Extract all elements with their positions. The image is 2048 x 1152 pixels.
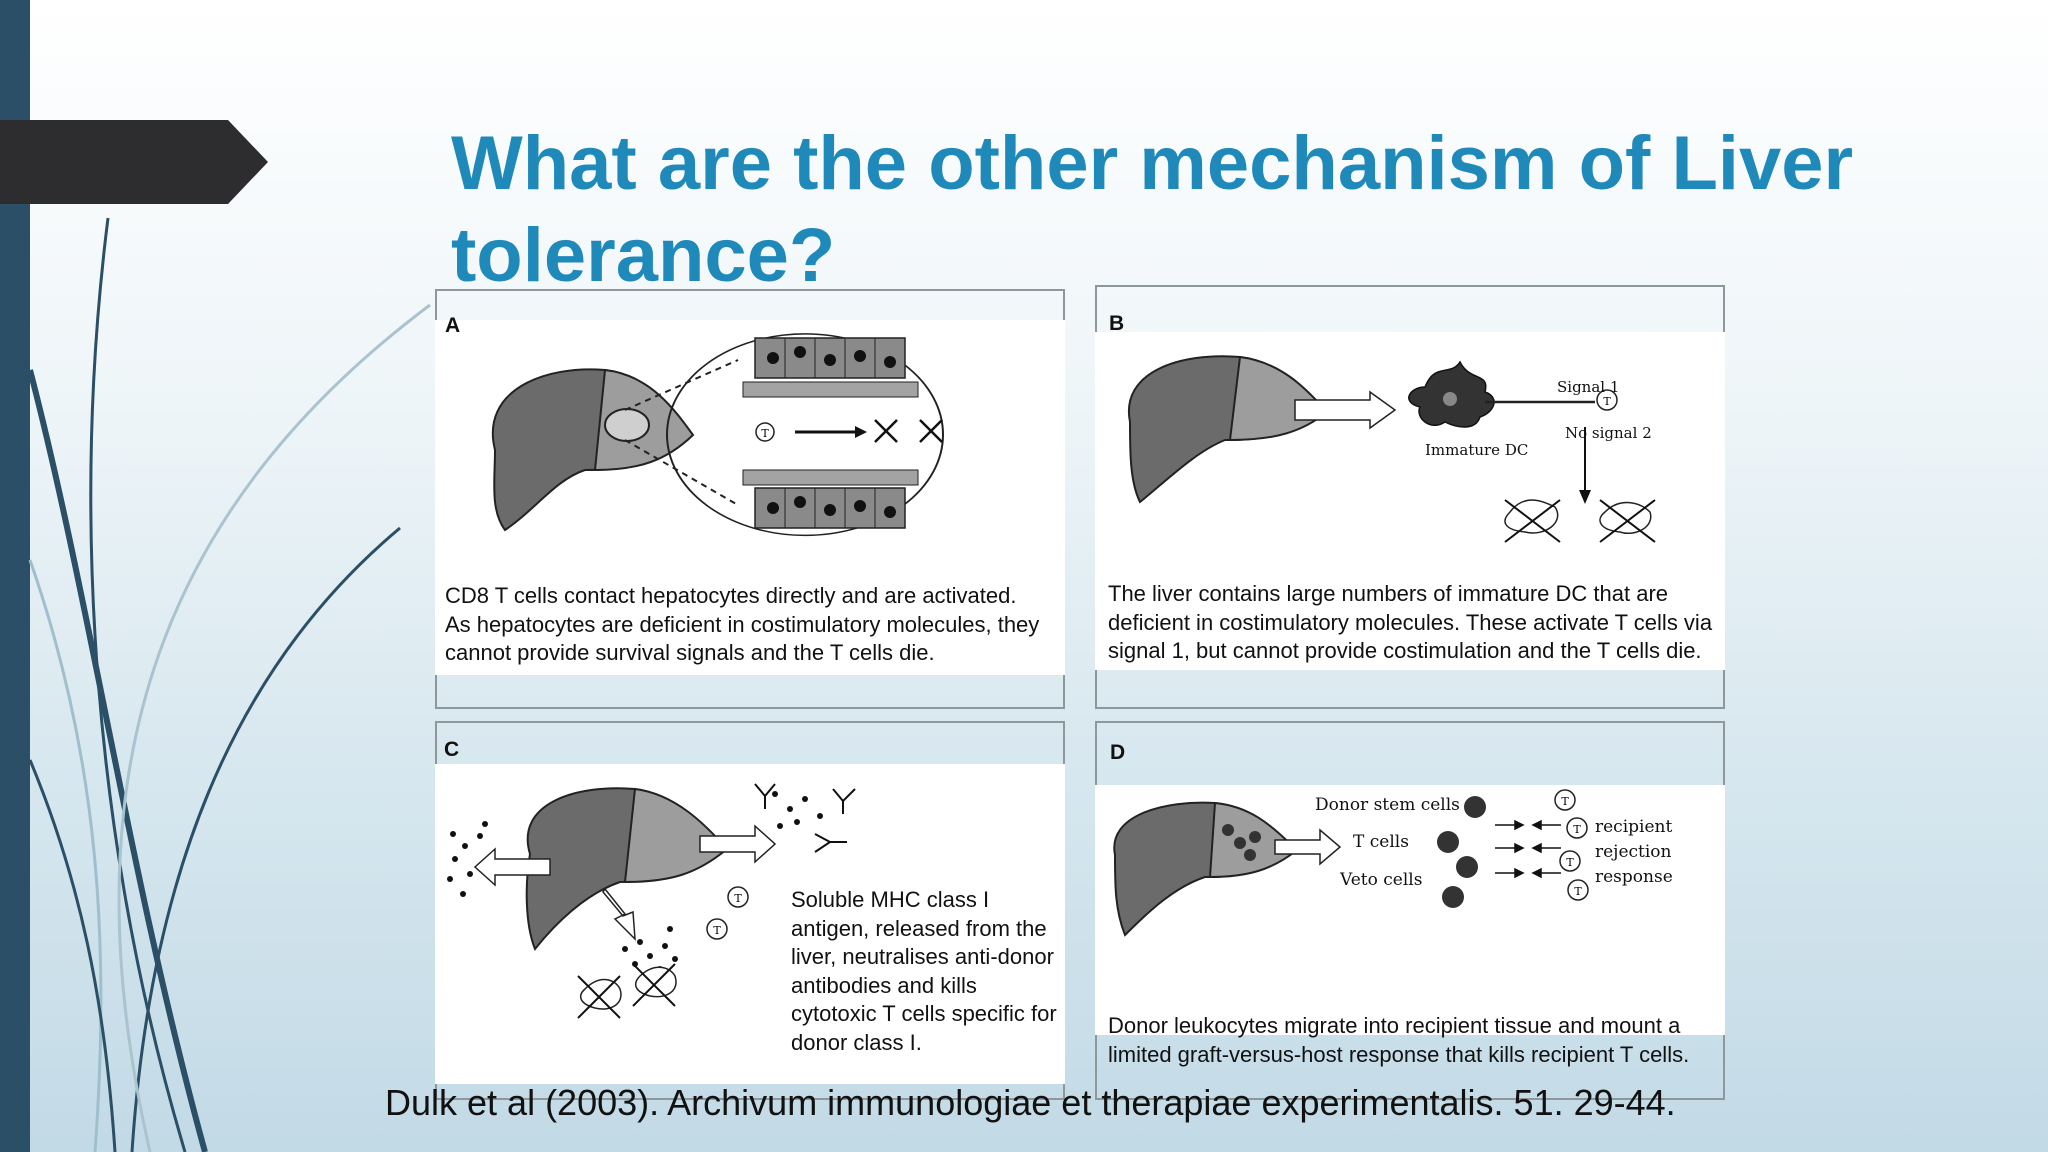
panel-c-tcell-marker-1: T bbox=[734, 892, 742, 905]
panel-a-illustration: T bbox=[491, 333, 944, 537]
panel-d-tcell-marker-3: T bbox=[1566, 856, 1574, 869]
panel-b-dc-label: Immature DC bbox=[1425, 441, 1529, 459]
panel-b-nosignal2-label: No signal 2 bbox=[1565, 424, 1652, 442]
arrow-tab bbox=[0, 120, 268, 204]
panel-d-recipient-label: recipient bbox=[1595, 817, 1673, 837]
figure: T A CD8 T cells contact hepatocytes dire… bbox=[435, 285, 1725, 1100]
panel-d-label: D bbox=[1110, 741, 1126, 764]
panel-d-illustration: T T T T bbox=[1113, 789, 1589, 937]
slide-title: What are the other mechanism of Liver to… bbox=[451, 121, 1854, 298]
panel-d-caption: Donor leukocytes migrate into recipient … bbox=[1108, 1013, 1690, 1067]
citation: Dulk et al (2003). Archivum immunologiae… bbox=[385, 1082, 1676, 1123]
panel-c-label: C bbox=[444, 738, 460, 761]
panel-d-veto-label: Veto cells bbox=[1340, 870, 1423, 890]
panel-a-label: A bbox=[445, 314, 461, 337]
panel-c: T T C Soluble MHC class I antigen, relea… bbox=[435, 738, 1065, 1084]
panel-d-tcell-marker-4: T bbox=[1574, 885, 1582, 898]
panel-d-tcell-marker-1: T bbox=[1561, 795, 1569, 808]
panel-d-tcell-marker-2: T bbox=[1573, 823, 1581, 836]
panel-d: T T T T D Donor stem cells T cells Veto … bbox=[1095, 741, 1725, 1067]
panel-d-rejection-label: rejection bbox=[1595, 842, 1672, 862]
panel-b-illustration: T bbox=[1127, 355, 1656, 543]
panel-a: T A CD8 T cells contact hepatocytes dire… bbox=[435, 314, 1065, 675]
panel-b-label: B bbox=[1109, 312, 1125, 335]
panel-b-tcell-marker: T bbox=[1603, 395, 1611, 408]
panel-d-donor-stem-label: Donor stem cells bbox=[1315, 795, 1460, 815]
panel-b-signal1-label: Signal 1 bbox=[1557, 378, 1620, 396]
decorative-curves bbox=[27, 217, 431, 1152]
panel-b-caption: The liver contains large numbers of imma… bbox=[1108, 581, 1713, 663]
panel-c-tcell-marker-2: T bbox=[713, 924, 721, 937]
panel-d-response-label: response bbox=[1595, 867, 1673, 887]
panel-c-caption: Soluble MHC class I antigen, released fr… bbox=[791, 887, 1057, 1055]
panel-c-illustration: T T bbox=[447, 783, 856, 1019]
panel-b: T B Signal 1 No signal 2 Immature DC The… bbox=[1095, 312, 1725, 670]
panel-a-tcell-marker: T bbox=[761, 427, 769, 440]
panel-d-tcells-label: T cells bbox=[1353, 832, 1409, 852]
panel-a-caption: CD8 T cells contact hepatocytes directly… bbox=[445, 583, 1040, 665]
